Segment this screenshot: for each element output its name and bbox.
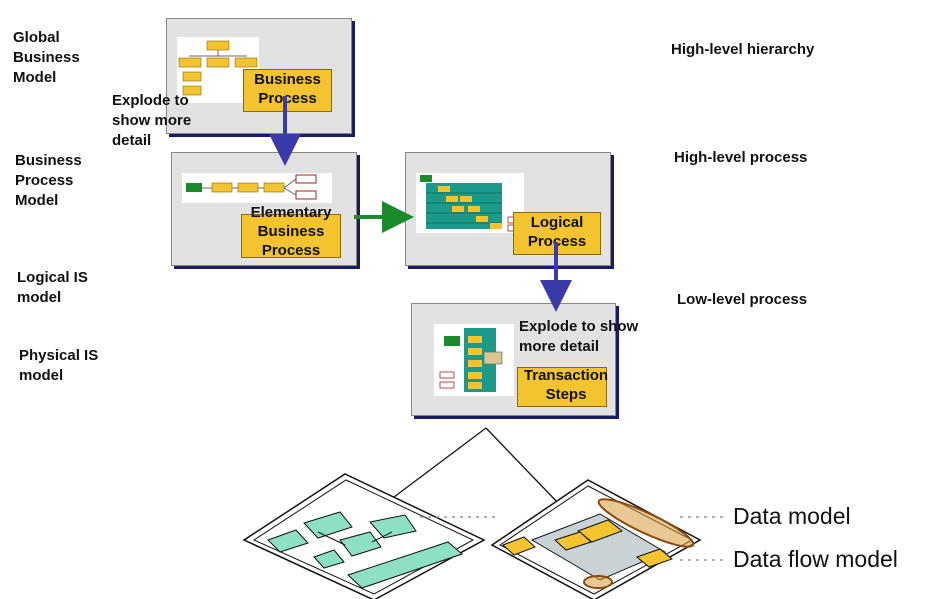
elementary-business-process-label: Elementary Business Process — [250, 204, 332, 259]
data-flow-model-label: Data flow model — [733, 546, 898, 572]
transaction-flow-icon — [439, 328, 503, 392]
business-process-model-label: Business Process Model — [15, 152, 82, 209]
elementary-business-process-box — [241, 214, 341, 258]
process-chain-thumbnail — [182, 173, 332, 203]
data-flow-model-diagram — [490, 479, 702, 599]
transaction-steps-box — [517, 367, 607, 407]
low-level-process-label: Low-level process — [677, 291, 808, 308]
transaction-steps-label: Transaction Steps — [523, 367, 609, 403]
connector-right — [485, 427, 561, 506]
physical-panel — [411, 303, 616, 416]
logical-is-model-label: Logical IS model — [17, 269, 88, 306]
high-level-process-label: High-level process — [674, 149, 808, 166]
high-level-hierarchy-label: High-level hierarchy — [671, 41, 815, 58]
explode-annotation-top: Explode to show more detail — [112, 92, 192, 149]
process-chain-icon — [186, 174, 317, 200]
global-business-model-label: Global Business Model — [13, 29, 80, 86]
logical-thumbnail — [416, 173, 524, 233]
business-process-box: Business Process — [243, 69, 332, 112]
physical-thumbnail — [434, 324, 514, 396]
connector-left — [389, 427, 487, 501]
hierarchy-chart-icon — [178, 40, 258, 96]
explode-annotation-bottom: Explode to show more detail — [519, 318, 639, 355]
data-model-label: Data model — [733, 503, 851, 529]
logical-process-panel — [405, 152, 611, 266]
data-model-diagram — [242, 473, 486, 599]
physical-is-model-label: Physical IS model — [19, 347, 99, 384]
